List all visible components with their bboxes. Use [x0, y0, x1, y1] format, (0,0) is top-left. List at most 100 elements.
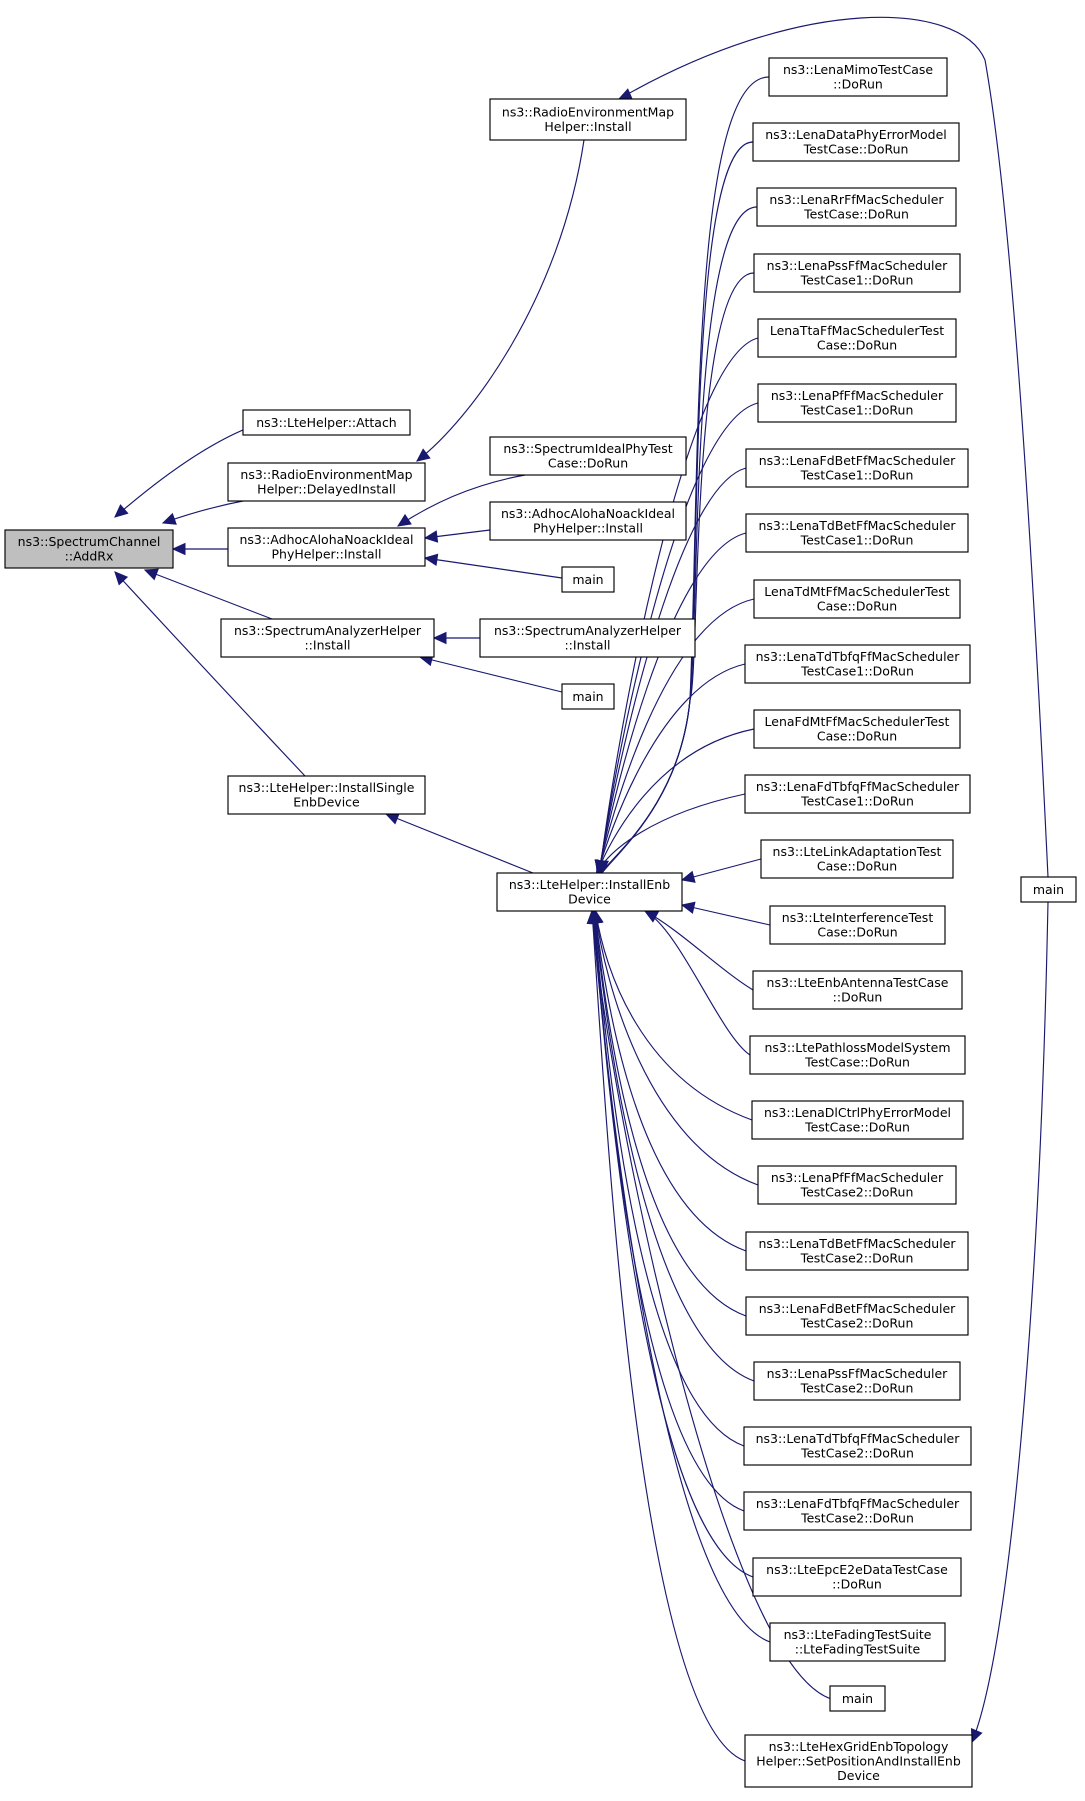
node-c1[interactable]: ns3::LenaMimoTestCase::DoRun [768, 57, 948, 97]
node-label-line: ns3::LenaFdBetFfMacScheduler [759, 453, 956, 468]
node-c8[interactable]: ns3::LenaTdBetFfMacSchedulerTestCase1::D… [745, 513, 969, 553]
node-label-line: Case::DoRun [817, 925, 897, 940]
node-box [561, 683, 615, 710]
node-label-line: ns3::LteEnbAntennaTestCase [767, 975, 949, 990]
node-label-line: ns3::LenaDlCtrlPhyErrorModel [764, 1105, 951, 1120]
node-main_b[interactable]: main [561, 683, 615, 710]
node-box [745, 448, 969, 488]
node-c20[interactable]: ns3::LenaFdBetFfMacSchedulerTestCase2::D… [745, 1296, 969, 1336]
edge-install_enb-to-install_single [384, 812, 534, 874]
node-label-line: TestCase2::DoRun [800, 1316, 914, 1331]
node-c19[interactable]: ns3::LenaTdBetFfMacSchedulerTestCase2::D… [745, 1231, 969, 1271]
node-attach[interactable]: ns3::LteHelper::Attach [242, 409, 411, 436]
node-main_d[interactable]: main [1020, 876, 1077, 903]
node-label-line: TestCase1::DoRun [800, 794, 914, 809]
node-label-line: PhyHelper::Install [533, 521, 643, 536]
node-label-line: ::DoRun [832, 1577, 882, 1592]
edge-sa_install-to-addrx [143, 568, 273, 620]
edge-rem_install-to-rem_delayed [416, 139, 585, 462]
node-c21[interactable]: ns3::LenaPssFfMacSchedulerTestCase2::DoR… [753, 1361, 961, 1401]
node-addrx[interactable]: ns3::SpectrumChannel::AddRx [4, 529, 174, 569]
edge-arrowhead [423, 530, 439, 543]
node-label-line: TestCase1::DoRun [800, 273, 914, 288]
node-box [745, 1296, 969, 1336]
edge-arrowhead [595, 859, 609, 875]
edge-line [385, 813, 534, 874]
node-box [743, 1491, 972, 1531]
node-box [757, 383, 957, 423]
node-sa_install[interactable]: ns3::SpectrumAnalyzerHelper::Install [220, 618, 435, 658]
node-label-line: ns3::LenaPssFfMacScheduler [767, 1366, 949, 1381]
edge-arrowhead [680, 901, 696, 914]
edge-main_a-to-aloha_install [423, 553, 563, 579]
node-label-line: ns3::LenaMimoTestCase [783, 62, 933, 77]
node-c17[interactable]: ns3::LenaDlCtrlPhyErrorModelTestCase::Do… [751, 1100, 964, 1140]
node-label-line: TestCase1::DoRun [800, 468, 914, 483]
node-label-line: Helper::SetPositionAndInstallEnb [756, 1753, 961, 1768]
node-hexgrid[interactable]: ns3::LteHexGridEnbTopologyHelper::SetPos… [744, 1734, 973, 1788]
node-sa_install2[interactable]: ns3::SpectrumAnalyzerHelper::Install [479, 618, 696, 658]
node-aloha_install2[interactable]: ns3::AdhocAlohaNoackIdealPhyHelper::Inst… [489, 501, 687, 541]
edge-arrowhead [617, 88, 633, 100]
node-box [744, 774, 971, 814]
edge-arrowhead [423, 553, 439, 567]
edge-main_d-to-hexgrid [970, 901, 1049, 1744]
edge-line [594, 910, 759, 1186]
node-box [479, 618, 696, 658]
node-c16[interactable]: ns3::LtePathlossModelSystemTestCase::DoR… [749, 1035, 966, 1075]
node-box [753, 579, 961, 619]
edge-sa_install2-to-sa_install [432, 631, 480, 645]
node-main_c[interactable]: main [829, 1685, 886, 1712]
node-c12[interactable]: ns3::LenaFdTbfqFfMacSchedulerTestCase1::… [744, 774, 971, 814]
node-c24[interactable]: ns3::LteEpcE2eDataTestCase::DoRun [752, 1557, 962, 1597]
node-c25[interactable]: ns3::LteFadingTestSuite::LteFadingTestSu… [769, 1622, 946, 1662]
node-c2[interactable]: ns3::LenaDataPhyErrorModelTestCase::DoRu… [752, 122, 960, 162]
edge-line [595, 910, 753, 1121]
edge-line [600, 272, 755, 874]
node-box [496, 872, 683, 912]
node-label-line: ns3::LteEpcE2eDataTestCase [766, 1562, 948, 1577]
edge-line [144, 569, 273, 620]
node-box [489, 501, 687, 541]
node-label-line: ns3::LteHelper::InstallEnb [509, 877, 670, 892]
node-rem_delayed[interactable]: ns3::RadioEnvironmentMapHelper::DelayedI… [227, 462, 426, 502]
node-label-line: Device [837, 1768, 880, 1783]
node-box [756, 187, 957, 227]
node-label-line: ::DoRun [833, 990, 883, 1005]
node-c18[interactable]: ns3::LenaPfFfMacSchedulerTestCase2::DoRu… [757, 1165, 957, 1205]
node-c10[interactable]: ns3::LenaTdTbfqFfMacSchedulerTestCase1::… [744, 644, 971, 684]
node-c4[interactable]: ns3::LenaPssFfMacSchedulerTestCase1::DoR… [753, 253, 961, 293]
edge-arrowhead [171, 542, 186, 556]
node-label-line: ns3::LenaPssFfMacScheduler [767, 258, 949, 273]
node-c7[interactable]: ns3::LenaFdBetFfMacSchedulerTestCase1::D… [745, 448, 969, 488]
node-box [752, 970, 963, 1010]
edge-line [644, 910, 751, 1056]
node-label-line: Helper::Install [544, 119, 631, 134]
edge-line [397, 474, 526, 527]
node-main_a[interactable]: main [561, 566, 615, 593]
node-label-line: LenaFdMtFfMacSchedulerTest [765, 714, 950, 729]
node-label-line: ns3::LteHelper::Attach [256, 415, 397, 430]
node-box [757, 1165, 957, 1205]
node-c6[interactable]: ns3::LenaPfFfMacSchedulerTestCase1::DoRu… [757, 383, 957, 423]
edge-line [162, 499, 249, 524]
node-aloha_install[interactable]: ns3::AdhocAlohaNoackIdealPhyHelper::Inst… [227, 527, 426, 567]
node-label-line: main [842, 1691, 873, 1706]
node-box [745, 513, 969, 553]
node-c22[interactable]: ns3::LenaTdTbfqFfMacSchedulerTestCase2::… [743, 1426, 972, 1466]
edge-line [424, 557, 563, 579]
node-c23[interactable]: ns3::LenaFdTbfqFfMacSchedulerTestCase2::… [743, 1491, 972, 1531]
node-c15[interactable]: ns3::LteEnbAntennaTestCase::DoRun [752, 970, 963, 1010]
node-label-line: ns3::RadioEnvironmentMap [502, 105, 674, 120]
node-box [220, 618, 435, 658]
